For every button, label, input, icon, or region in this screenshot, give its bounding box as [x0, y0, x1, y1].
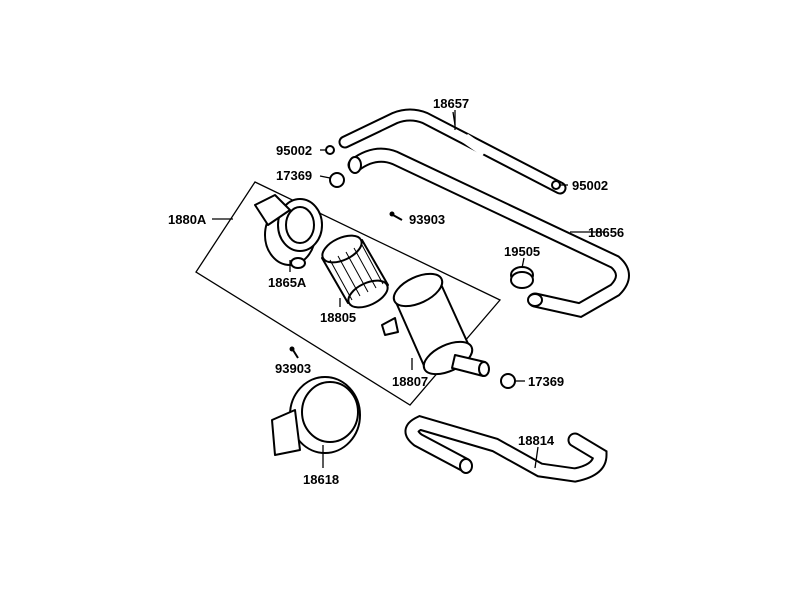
part-label-18814[interactable]: 18814: [518, 433, 555, 448]
leader-line: [521, 257, 525, 269]
filter-case-18807[interactable]: [381, 267, 490, 381]
screw-93903[interactable]: [289, 346, 299, 359]
bracket-18618[interactable]: [271, 376, 361, 456]
hose-18657[interactable]: [338, 108, 567, 195]
clamp-19505[interactable]: [510, 266, 534, 289]
part-label-95002[interactable]: 95002: [276, 143, 313, 158]
leader-line: [319, 175, 331, 179]
part-label-95002[interactable]: 95002: [572, 178, 609, 193]
part-label-1880A[interactable]: 1880A: [168, 212, 207, 227]
part-label-1865A[interactable]: 1865A: [268, 275, 307, 290]
screw-93903[interactable]: [389, 211, 403, 221]
part-label-17369[interactable]: 17369: [528, 374, 565, 389]
cap-1865A[interactable]: [254, 194, 323, 269]
part-label-19505[interactable]: 19505: [504, 244, 541, 259]
part-label-18805[interactable]: 18805: [320, 310, 357, 325]
clamp-17369[interactable]: [500, 373, 516, 389]
hose-18656[interactable]: [347, 147, 630, 318]
assembly-outline-1880A: [195, 181, 502, 406]
part-label-18657[interactable]: 18657: [433, 96, 470, 111]
part-label-18807[interactable]: 18807: [392, 374, 429, 389]
clip-95002[interactable]: [551, 180, 561, 190]
part-label-18656[interactable]: 18656: [588, 225, 625, 240]
leader-line: [452, 111, 456, 126]
clip-95002[interactable]: [325, 145, 335, 155]
hose-18814[interactable]: [404, 415, 608, 483]
filter-element-18805[interactable]: [318, 230, 391, 313]
part-label-93903[interactable]: 93903: [409, 212, 446, 227]
part-label-18618[interactable]: 18618: [303, 472, 340, 487]
clamp-17369[interactable]: [329, 172, 345, 188]
part-label-17369[interactable]: 17369: [276, 168, 313, 183]
part-label-93903[interactable]: 93903: [275, 361, 312, 376]
leader-line: [534, 446, 539, 469]
